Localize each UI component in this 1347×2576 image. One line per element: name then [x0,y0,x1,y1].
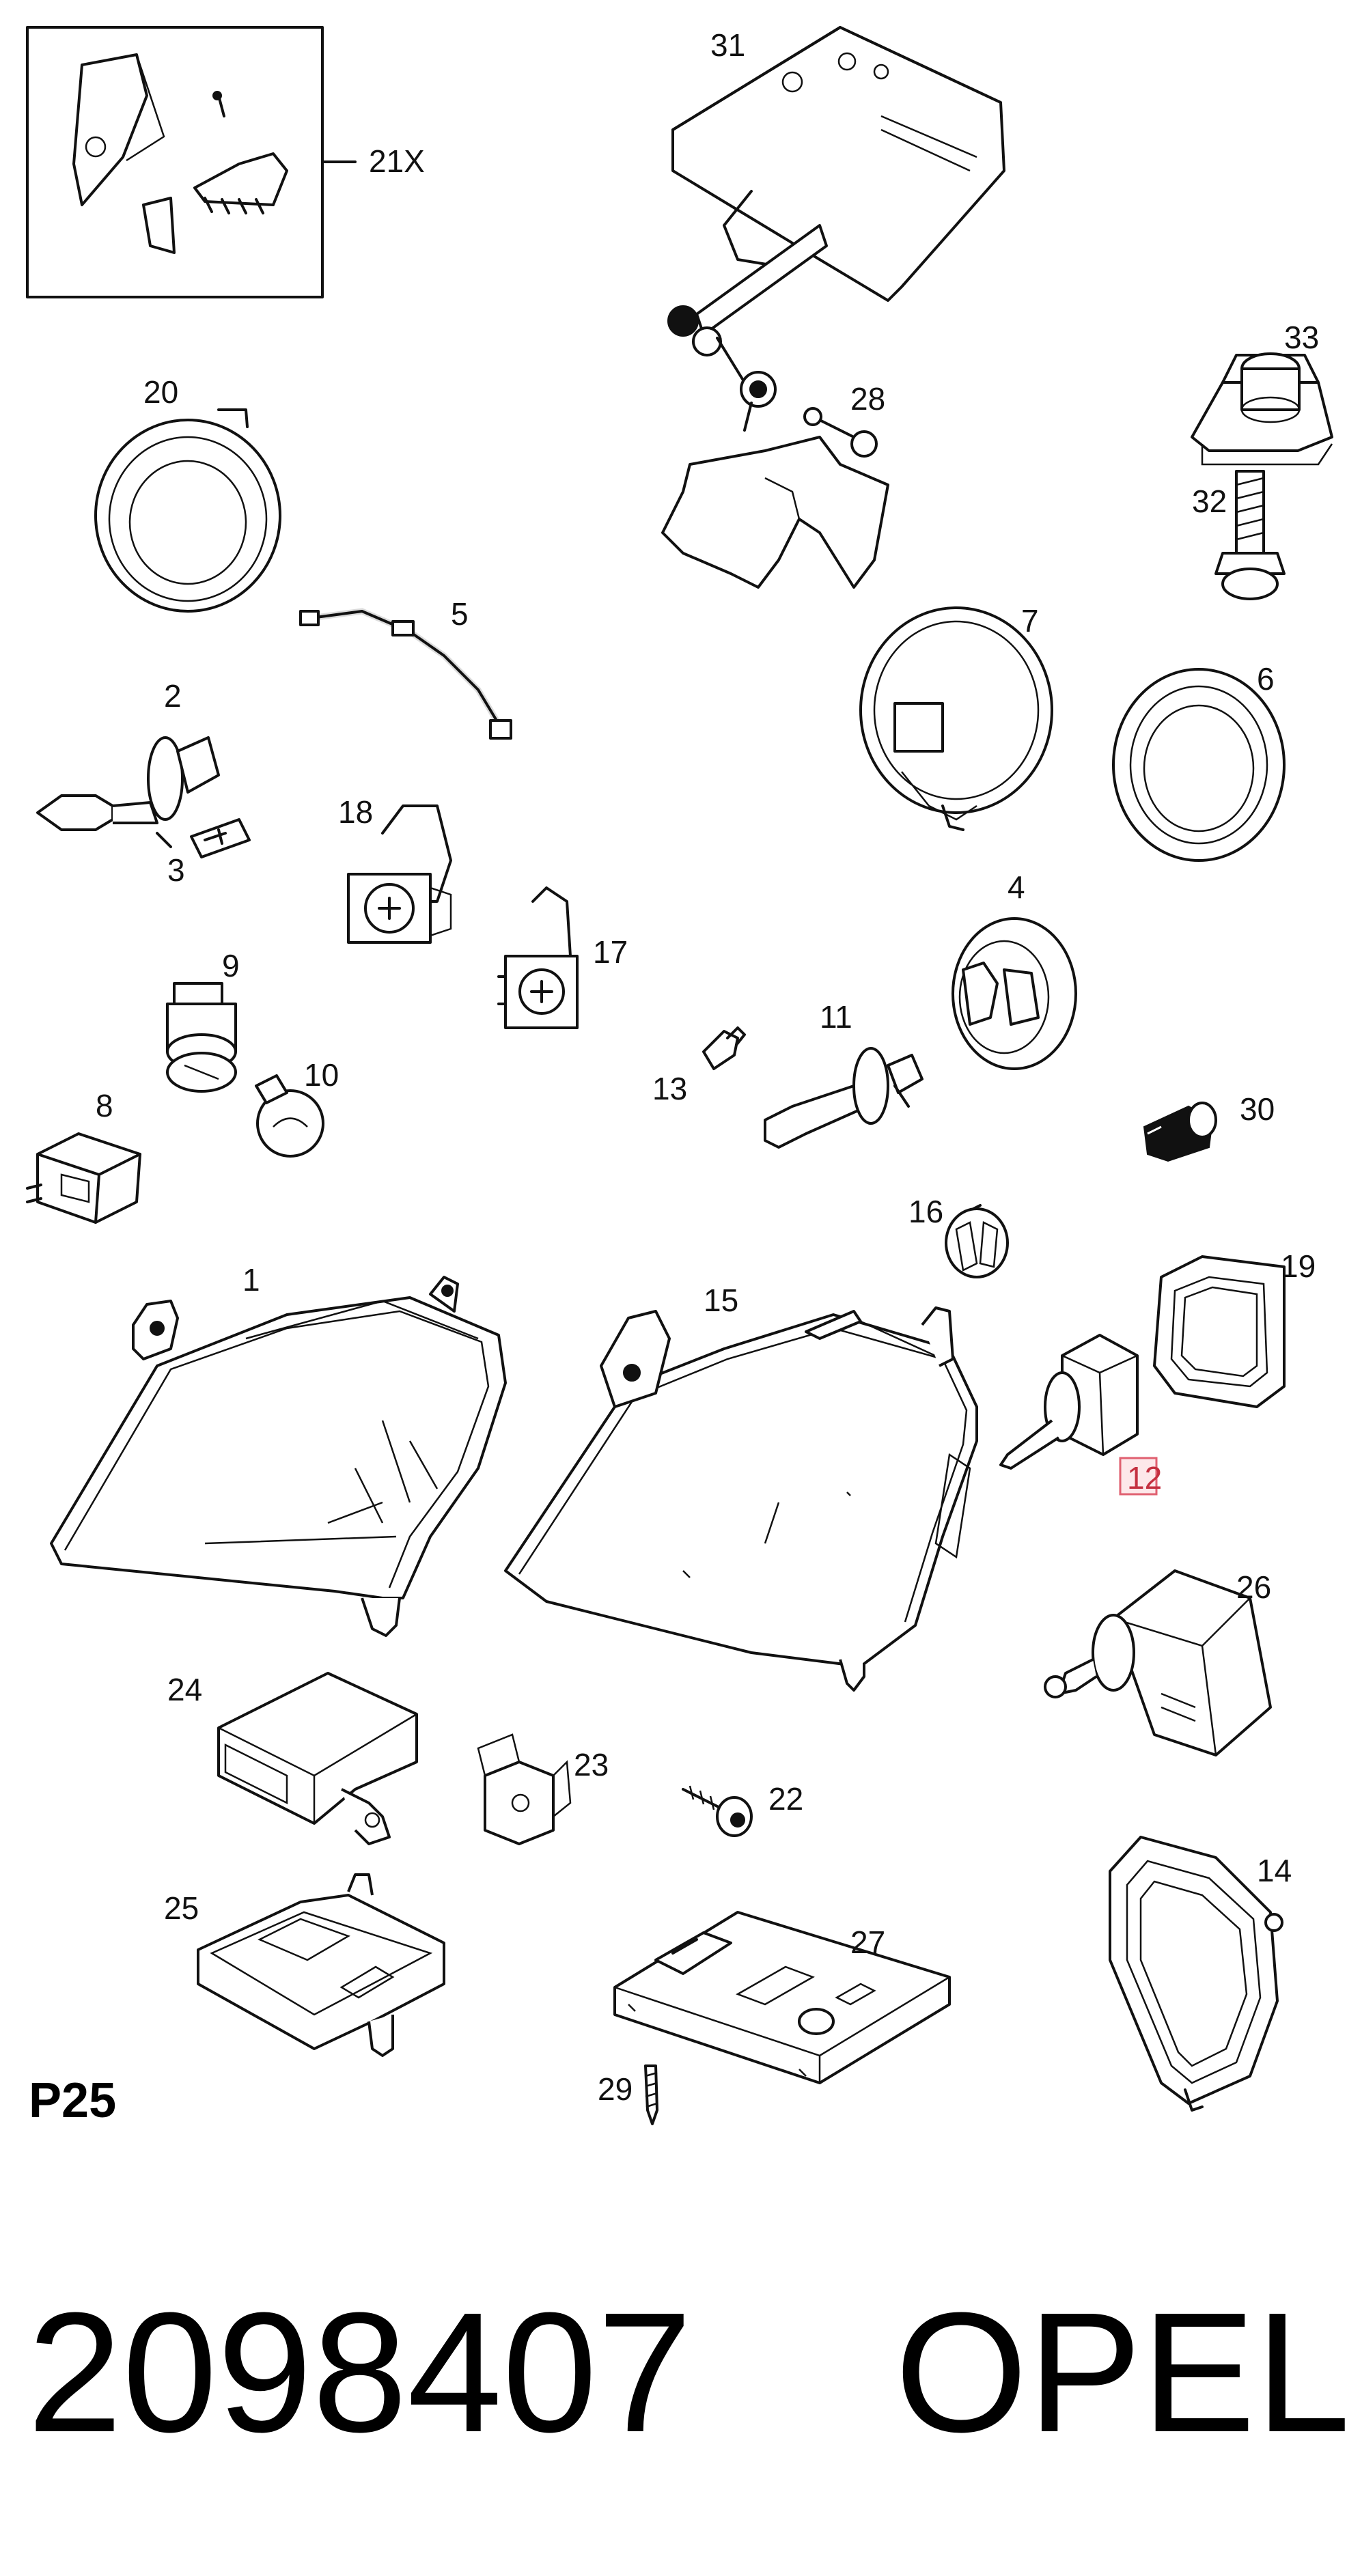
part-1-headlamp [50,1276,507,1637]
label-13: 13 [652,1071,687,1106]
label-3: 3 [167,852,185,888]
part-4-socket [952,917,1077,1070]
part-13-bulb [702,1026,746,1070]
part-18-holder [347,804,452,944]
part-32-bolt [1214,470,1286,600]
label-5: 5 [451,596,469,632]
label-27: 27 [850,1924,885,1960]
label-22: 22 [768,1781,803,1817]
label-15: 15 [704,1283,738,1318]
part-23-nut [477,1733,572,1845]
label-30: 30 [1240,1091,1275,1127]
label-18: 18 [338,794,373,830]
part-28-clip [661,407,889,589]
label-32: 32 [1192,484,1227,519]
part-29-screw [644,2064,658,2125]
part-33-grommet [1191,352,1333,466]
page-code: P25 [29,2073,116,2128]
part-10-bulb [255,1074,324,1158]
part-30-clip [1143,1102,1217,1162]
label-9: 9 [222,948,240,983]
part-19-seal [1153,1255,1286,1408]
part-26-motor [1044,1569,1272,1756]
label-21x: 21X [369,143,425,179]
label-6: 6 [1257,661,1275,697]
label-31: 31 [710,27,745,63]
label-14: 14 [1257,1853,1292,1888]
part-16-socket [945,1204,1009,1278]
part-9-socket [166,982,237,1093]
label-10: 10 [304,1057,339,1093]
label-17: 17 [593,934,628,970]
part-25-tray [197,1873,445,2057]
part-3-clip [190,818,251,858]
label-8: 8 [96,1088,113,1123]
part-17-holder [497,886,579,1029]
label-2: 2 [164,678,182,714]
label-11: 11 [820,999,852,1035]
label-33: 33 [1284,320,1319,355]
part-8-connector [26,1132,141,1224]
part-15-headlamp [504,1306,978,1692]
part-20-cap [94,408,281,613]
part-12-bulb [999,1334,1158,1496]
label-12: 12 [1127,1460,1162,1496]
brand-name: OPEL [895,2277,1347,2467]
label-23: 23 [574,1747,609,1782]
label-19: 19 [1281,1248,1316,1284]
label-28: 28 [850,381,885,417]
label-25: 25 [164,1890,199,1926]
part-22-screw [682,1785,753,1837]
part-27-ballast [613,1911,951,2084]
part-2-bulb [36,736,220,848]
part-12-highlight-box [1119,1457,1158,1496]
label-7: 7 [1021,603,1039,639]
part-6-seal [1112,668,1286,862]
part-5-wire [299,608,512,740]
label-26: 26 [1236,1569,1271,1605]
part-7-lamp-base [859,606,1053,831]
part-21x-inset [26,26,357,298]
part-14-seal [1109,1836,1283,2112]
label-20: 20 [143,374,178,410]
label-4: 4 [1008,869,1025,905]
label-29: 29 [598,2071,633,2107]
label-24: 24 [167,1672,202,1707]
part-11-bulb [764,1047,924,1149]
label-16: 16 [908,1194,943,1229]
part-24-module [217,1672,418,1845]
label-1: 1 [242,1262,260,1298]
part-31-bracket [667,26,1005,432]
part-number: 2098407 [27,2277,692,2467]
